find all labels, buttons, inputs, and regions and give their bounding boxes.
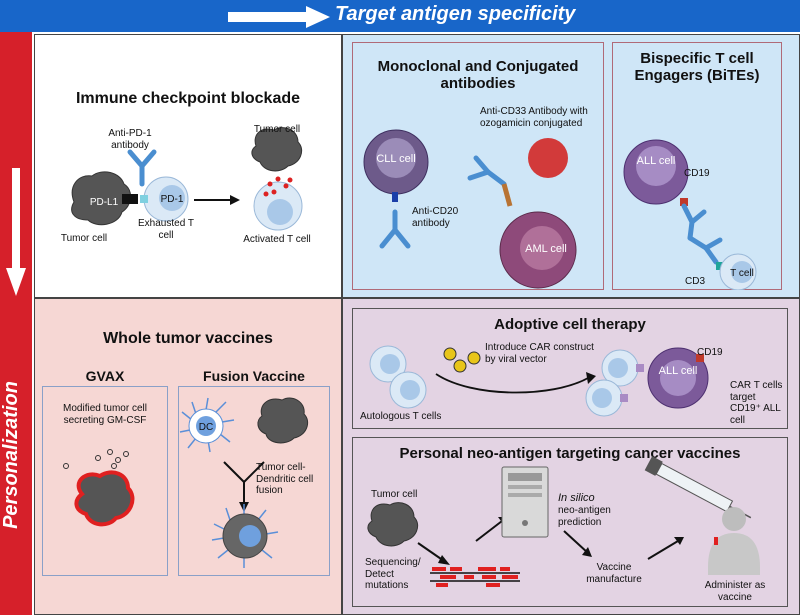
prediction-label: neo-antigen prediction (558, 505, 611, 528)
fusion-illustration: DC (179, 397, 309, 568)
cll-cell-label: CLL cell (376, 153, 415, 165)
gvax-text: Modified tumor cell secreting GM-CSF (63, 403, 147, 426)
aml-cell-label: AML cell (525, 243, 567, 255)
monoclonal-title: Monoclonal and Conjugated antibodies (377, 58, 579, 92)
activated-t-cell-label: Activated T cell (243, 234, 311, 245)
vaccine-panel (34, 298, 342, 615)
monoclonal-box (352, 42, 604, 290)
administer-label: Administer as vaccine (704, 580, 766, 603)
car-t-label: CAR T cells target CD19⁺ ALL cell (730, 380, 783, 426)
bites-title: Bispecific T cell Engagers (BiTEs) (634, 50, 760, 84)
checkpoint-panel (34, 34, 342, 298)
bites-illustration: ALL cell T cell (623, 139, 757, 290)
header-bar (0, 0, 800, 32)
adoptive-cd19-label: CD19 (697, 347, 723, 358)
down-arrow-icon (6, 168, 26, 296)
adoptive-box (352, 308, 788, 429)
manufacture-label: Vaccine manufacture (586, 562, 642, 585)
anti-cd33-label: Anti-CD33 Antibody with ozogamicin conju… (480, 106, 588, 129)
fusion-title: Fusion Vaccine (203, 368, 305, 384)
adoptive-all-cell-label: ALL cell (659, 365, 698, 377)
bites-box (612, 42, 782, 290)
autologous-label: Autologous T cells (360, 411, 442, 422)
sidebar-title: Personalization (0, 381, 22, 529)
sequencing-label: Sequencing/ Detect mutations (365, 557, 421, 591)
gvax-box (42, 386, 168, 576)
dc-label: DC (199, 422, 213, 433)
neoantigen-box (352, 437, 788, 607)
pd1-label: PD-1 (161, 194, 184, 205)
gvax-title: GVAX (85, 368, 125, 384)
exhausted-t-cell-label: Exhausted T cell (138, 218, 194, 241)
checkpoint-illustration: PD-L1 PD-1 (71, 127, 303, 231)
header-title: Target antigen specificity (335, 3, 576, 25)
bites-cd19-label: CD19 (684, 168, 710, 179)
right-arrow-icon (228, 6, 330, 28)
fusion-box (178, 386, 330, 576)
introduce-car-label: Introduce CAR construct by viral vector (485, 342, 594, 365)
in-silico-label: In silico (558, 492, 595, 504)
tumor-cell-right-label: Tumor cell (253, 124, 301, 135)
gvax-illustration (63, 449, 135, 527)
neoantigen-illustration (367, 456, 760, 587)
adoptive-title: Adoptive cell therapy (494, 316, 646, 333)
pdl1-label: PD-L1 (90, 197, 119, 208)
sidebar-bar (0, 32, 32, 615)
anti-cd20-label: Anti-CD20 antibody (412, 206, 459, 229)
all-cell-label: ALL cell (637, 155, 676, 167)
neoantigen-title: Personal neo-antigen targeting cancer va… (399, 445, 741, 462)
adoptive-illustration: ALL cell (369, 345, 709, 417)
fusion-text: Tumor cell-Dendritic cell fusion (256, 462, 314, 496)
monoclonal-illustration: CLL cell AML cell (363, 129, 577, 289)
t-cell-label: T cell (730, 268, 754, 279)
vaccines-title: Whole tumor vaccines (103, 330, 273, 347)
anti-pd1-label: Anti-PD-1 antibody (108, 128, 152, 151)
cd3-label: CD3 (685, 276, 706, 287)
checkpoint-title: Immune checkpoint blockade (75, 90, 301, 107)
neo-tumor-cell-label: Tumor cell (371, 489, 418, 500)
tumor-cell-left-label: Tumor cell (60, 233, 108, 244)
